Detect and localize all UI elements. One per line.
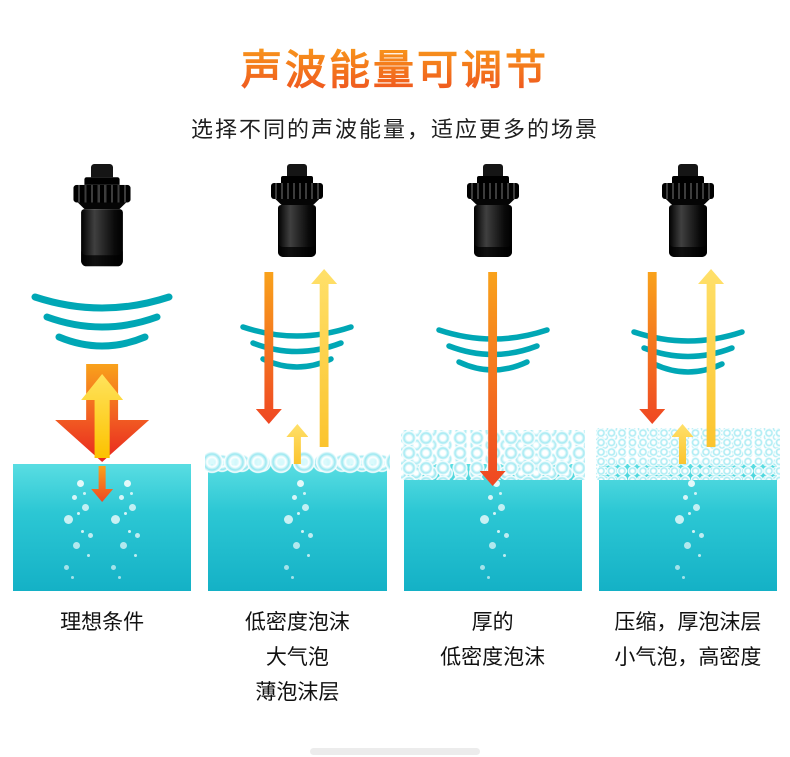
water-tank-illustration xyxy=(205,447,390,591)
ultrasonic-sensor-illustration xyxy=(661,164,714,257)
sound-waves-icon xyxy=(631,329,745,375)
sound-waves-icon xyxy=(240,324,355,370)
water-tank-illustration xyxy=(595,428,780,591)
page-title: 声波能量可调节 xyxy=(0,36,790,96)
scenario-column-ideal: 理想条件 xyxy=(13,160,192,710)
echo-arrow-icon xyxy=(286,424,309,464)
ultrasonic-sensor-illustration xyxy=(271,164,324,257)
caption-line: 厚的 xyxy=(471,611,514,634)
scenario-column-low-density-foam: 低密度泡沫 大气泡 薄泡沫层 xyxy=(205,160,390,710)
bubble-trail xyxy=(687,480,695,580)
scenario-caption: 低密度泡沫 大气泡 薄泡沫层 xyxy=(208,605,386,710)
bubble-trail xyxy=(77,480,85,580)
caption-line: 大气泡 xyxy=(265,646,329,669)
caption-line: 理想条件 xyxy=(60,611,145,634)
scenario-column-thick-foam: 厚的 低密度泡沫 xyxy=(400,160,585,710)
caption-line: 低密度泡沫 xyxy=(244,611,350,634)
bottom-pill xyxy=(310,748,480,755)
scenario-column-compressed-foam: 压缩，厚泡沫层 小气泡，高密度 xyxy=(595,160,780,710)
caption-line: 小气泡，高密度 xyxy=(614,646,762,669)
ultrasonic-sensor-illustration xyxy=(466,164,519,257)
scenario-caption: 理想条件 xyxy=(13,605,191,640)
water-tank-illustration xyxy=(13,464,192,591)
echo-arrow-icon xyxy=(671,424,694,464)
ultrasonic-sensor-illustration xyxy=(73,164,131,267)
bubble-trail xyxy=(492,480,500,580)
scenario-caption: 压缩，厚泡沫层 小气泡，高密度 xyxy=(599,605,777,675)
transmit-arrow-icon xyxy=(91,466,113,502)
sound-waves-icon xyxy=(31,293,173,350)
page-subtitle: 选择不同的声波能量，适应更多的场景 xyxy=(190,117,599,142)
scenario-caption: 厚的 低密度泡沫 xyxy=(404,605,582,675)
caption-line: 低密度泡沫 xyxy=(440,646,546,669)
scenario-columns: 理想条件 xyxy=(0,160,790,710)
caption-line: 薄泡沫层 xyxy=(255,681,340,704)
bubble-trail xyxy=(297,480,305,580)
caption-line: 压缩，厚泡沫层 xyxy=(614,611,762,634)
bubble-trail xyxy=(123,480,131,580)
